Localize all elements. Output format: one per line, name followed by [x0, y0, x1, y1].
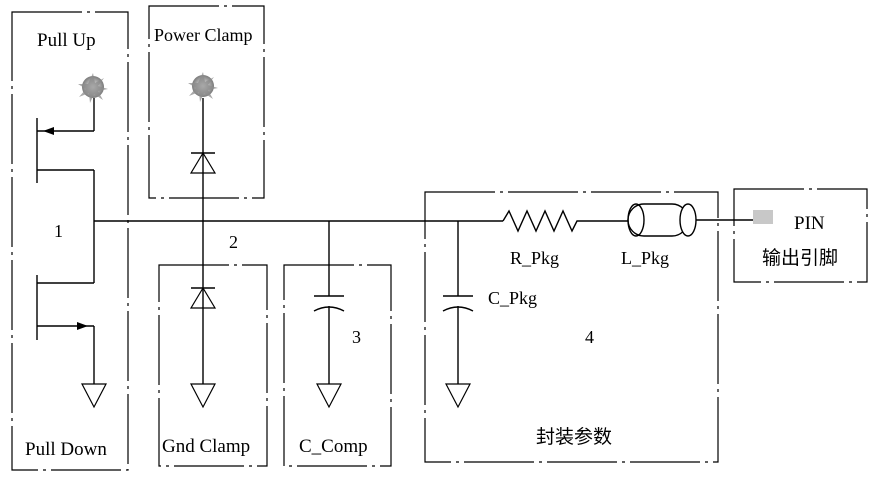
- pull-up-down-box: [11, 11, 129, 471]
- c-comp-box: [283, 264, 392, 467]
- label-l-pkg: L_Pkg: [621, 248, 669, 268]
- label-pin: PIN: [794, 213, 825, 234]
- label-package-params: 封装参数: [536, 426, 612, 448]
- label-c-pkg: C_Pkg: [488, 288, 537, 308]
- power-clamp-diode: [189, 151, 217, 174]
- gnd-clamp-box: [158, 264, 268, 467]
- pin-pad-icon: [753, 210, 773, 224]
- ground-icon-gnd-clamp: [190, 383, 216, 409]
- l-pkg-inductor: [627, 203, 697, 237]
- section-number-3: 3: [352, 327, 361, 347]
- label-gnd-clamp: Gnd Clamp: [162, 436, 250, 457]
- label-pull-up: Pull Up: [37, 30, 96, 51]
- supply-icon-power-clamp: [188, 72, 218, 102]
- ground-icon-pull-down: [81, 383, 107, 409]
- section-number-2: 2: [229, 232, 238, 252]
- package-box: [424, 191, 719, 463]
- pull-down-transistor: [36, 221, 95, 384]
- section-number-1: 1: [54, 221, 63, 241]
- supply-icon-pull-up: [78, 73, 108, 103]
- label-r-pkg: R_Pkg: [510, 248, 559, 268]
- label-power-clamp: Power Clamp: [154, 25, 253, 45]
- pin-box: [733, 188, 868, 283]
- ground-icon-c-comp: [316, 383, 342, 409]
- section-number-4: 4: [585, 327, 594, 347]
- ground-icon-c-pkg: [445, 383, 471, 409]
- power-clamp-box: [148, 5, 265, 199]
- label-c-comp: C_Comp: [299, 436, 368, 457]
- gnd-clamp-diode: [189, 286, 217, 309]
- label-pull-down: Pull Down: [25, 439, 107, 460]
- r-pkg-resistor: [502, 209, 628, 233]
- pull-up-transistor: [36, 98, 95, 221]
- label-pin-cn: 输出引脚: [762, 247, 838, 269]
